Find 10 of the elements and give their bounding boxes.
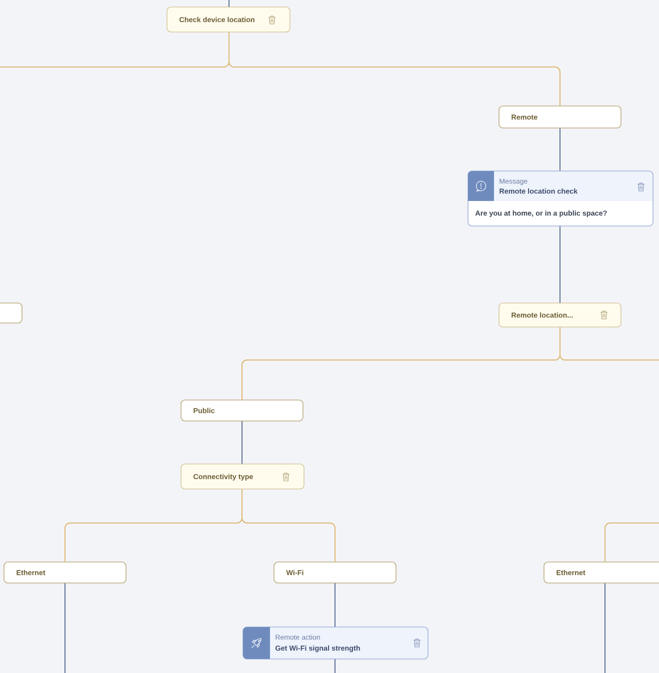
connector-line: [64, 582, 66, 673]
connector-line: [560, 326, 659, 360]
connector-line: [604, 522, 659, 562]
connector-line: [334, 658, 336, 673]
connector-line: [604, 582, 606, 673]
connector-line: [228, 0, 230, 8]
connector-line: [334, 582, 336, 628]
connector-line: [228, 32, 560, 106]
connector-line: [242, 488, 336, 562]
option-box: [0, 302, 22, 324]
